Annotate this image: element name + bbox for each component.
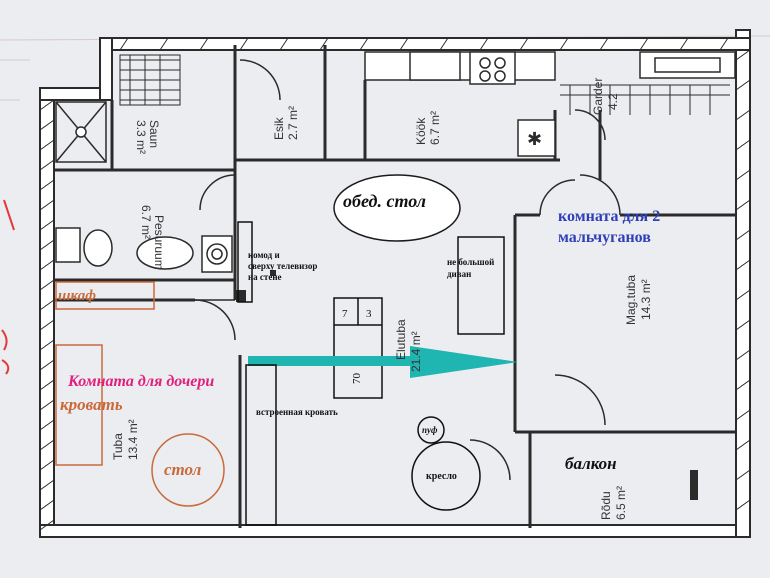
small-sofa-rect — [457, 236, 505, 335]
bed-label: кровать — [60, 395, 123, 414]
room-name-esik: Esik — [272, 116, 286, 140]
room-area-kook: 6.7 m² — [428, 111, 442, 145]
dresser-label-line2: сверху телевизор — [248, 261, 317, 271]
svg-text:✱: ✱ — [527, 129, 542, 149]
kitchen-units: ✱ — [364, 51, 736, 157]
room-area-saun: 3.3 m² — [134, 120, 148, 154]
room-name-rodu: Rõdu — [599, 491, 613, 520]
dresser-label-line1: комод и — [248, 250, 280, 260]
table-mark-bottom: 70 — [351, 373, 363, 385]
table-mark-top-right: 3 — [366, 308, 372, 320]
room-area-wc: 6.7 m² — [139, 205, 153, 239]
central-table — [333, 297, 383, 399]
bathroom-fixtures — [55, 227, 233, 273]
table-circle — [151, 433, 225, 507]
sauna-benches — [119, 54, 181, 106]
boys-room-label-line2: мальчуганов — [558, 229, 651, 246]
wardrobe-label: шкаф — [58, 288, 96, 304]
balcony-label: балкон — [565, 454, 617, 473]
small-sofa-label-line1: не большой — [447, 257, 494, 267]
built-in-bed-rect — [245, 364, 277, 526]
dining-table-ellipse — [333, 174, 461, 242]
room-area-elutuba: 21.4 m² — [409, 331, 423, 372]
dining-table-label: обед. стол — [343, 191, 426, 211]
dresser-rect — [237, 221, 253, 303]
room-name-wc: Pesuruum — [152, 215, 166, 270]
room-area-esik: 2.7 m² — [286, 106, 300, 140]
wardrobe-rails — [560, 84, 730, 115]
room-name-garder: Garder — [591, 78, 605, 115]
room-name-elutuba: Elutuba — [394, 319, 408, 360]
armchair-label: кресло — [426, 471, 457, 482]
daughter-room-label: Комната для дочери — [67, 373, 214, 390]
armchair-circle — [411, 441, 481, 511]
radiator-blocks — [236, 270, 698, 500]
room-name-saun: Saun — [147, 120, 161, 148]
direction-arrow — [248, 346, 518, 378]
room-area-tuba: 13.4 m² — [126, 419, 140, 460]
bed-rect — [55, 344, 103, 466]
shower-tray — [55, 101, 107, 163]
room-area-garder: 4.2 — [606, 93, 620, 110]
built-in-bed-label: встроенная кровать — [256, 407, 338, 417]
outer-walls — [39, 29, 751, 538]
small-sofa-label-line2: диван — [447, 269, 471, 279]
room-area-mag: 14.3 m² — [639, 279, 653, 320]
room-name-mag: Mag.tuba — [624, 275, 638, 325]
boys-room-label-line1: комната для 2 — [558, 208, 660, 225]
table-mark-top-left: 7 — [342, 308, 348, 320]
table-label: стол — [164, 460, 202, 479]
room-name-kook: Köök — [414, 117, 428, 145]
wardrobe-rect — [55, 281, 155, 310]
dresser-label-line3: на стене — [248, 272, 282, 282]
pouf-circle — [417, 416, 445, 444]
door-arcs — [194, 59, 621, 481]
room-area-rodu: 6.5 m² — [614, 486, 628, 520]
margin-red-marks — [1, 199, 15, 375]
pouf-label: пуф — [422, 425, 438, 435]
wall-hatching — [39, 37, 751, 531]
room-name-tuba: Tuba — [111, 433, 125, 460]
